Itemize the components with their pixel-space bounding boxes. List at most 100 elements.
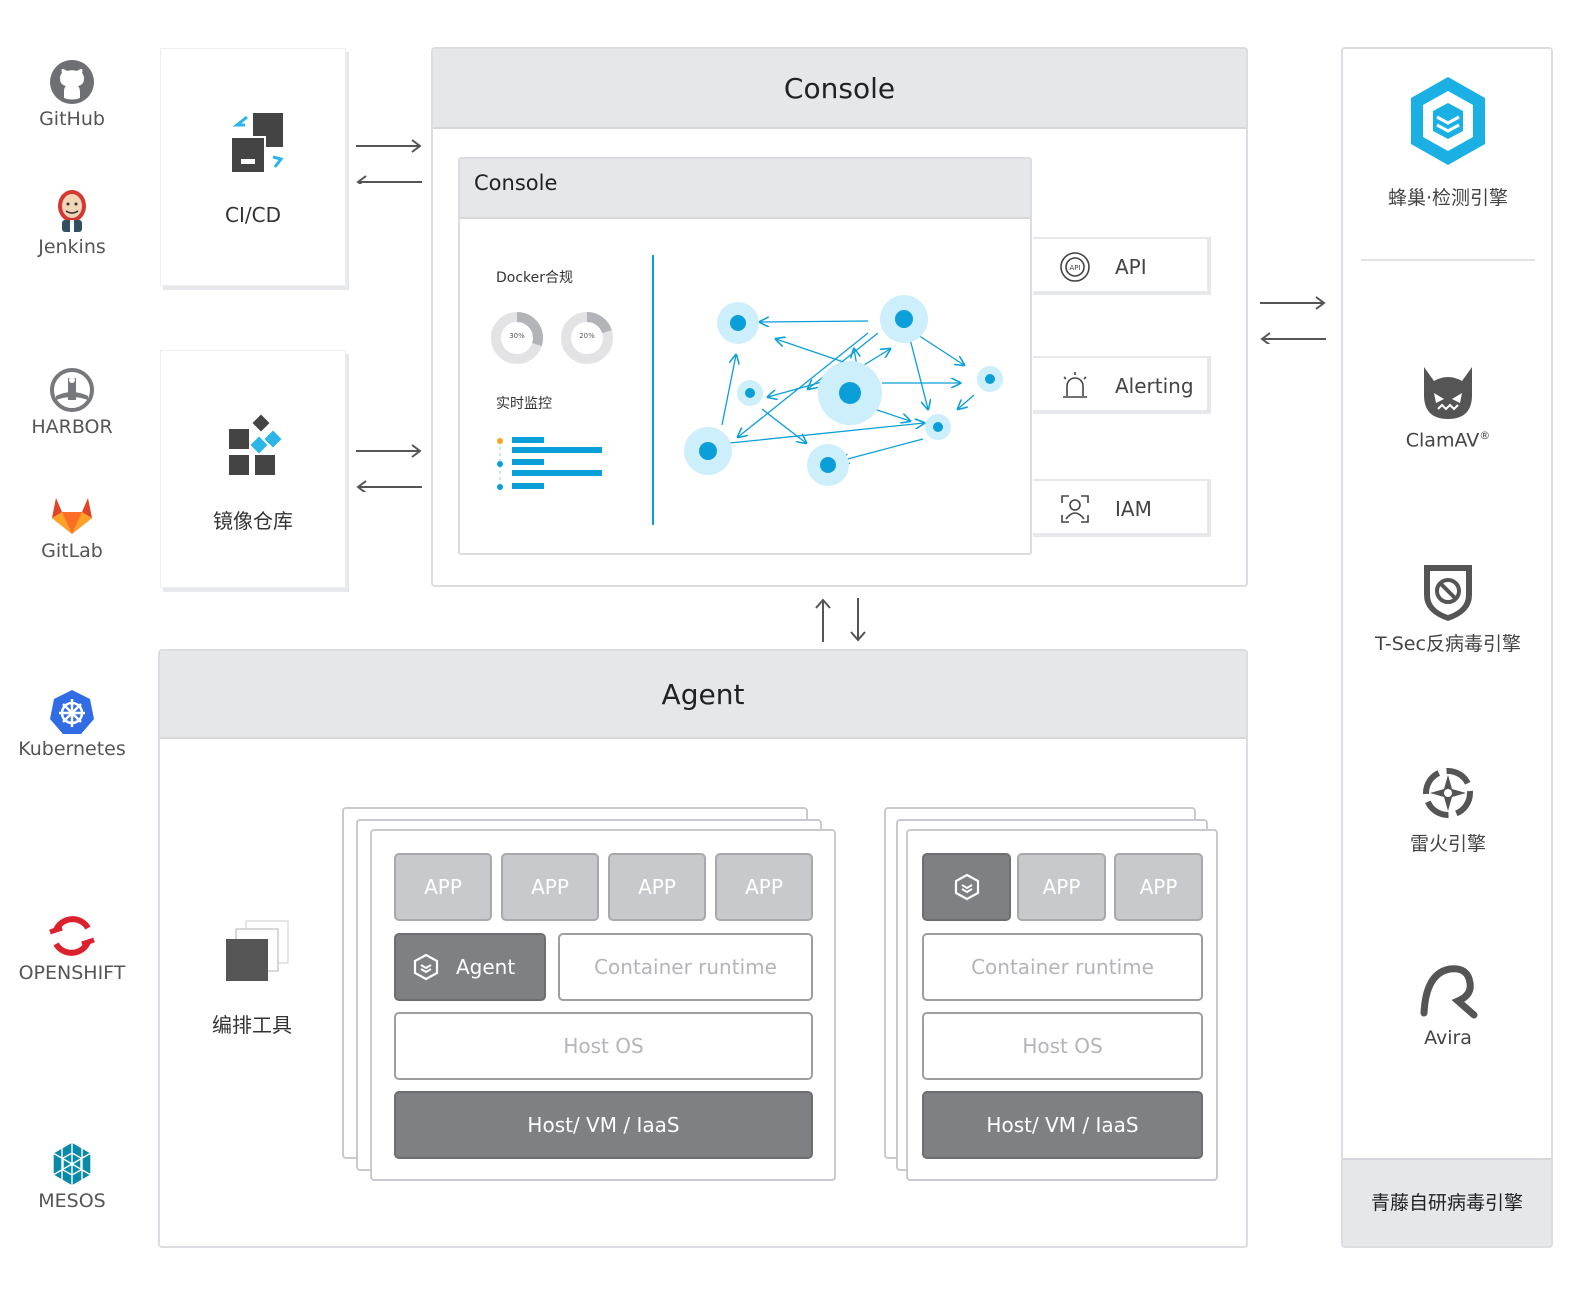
- app-label: APP: [424, 875, 462, 899]
- engine-name: ClamAV: [1405, 429, 1480, 452]
- qingteng-agent-icon: [413, 953, 439, 981]
- tool-label: MESOS: [38, 1190, 106, 1212]
- harbor-icon: [50, 368, 94, 412]
- tool-label: Kubernetes: [18, 738, 126, 760]
- tool-label: GitLab: [41, 540, 103, 562]
- container-runtime-block[interactable]: Container runtime: [922, 933, 1203, 1001]
- mesos-icon: [52, 1141, 92, 1187]
- tool-openshift: OPENSHIFT: [2, 912, 142, 984]
- console-panel: Console Console Docker合规 30% 20% 实时监控: [431, 47, 1248, 587]
- engine-top: 蜂巢·检测引擎: [1343, 73, 1551, 210]
- engine-label: 雷火引擎: [1409, 833, 1486, 855]
- engine-label: T-Sec反病毒引擎: [1375, 633, 1521, 655]
- cicd-label: CI/CD: [225, 203, 281, 227]
- agent-title: Agent: [661, 678, 745, 711]
- engines-divider: [1361, 259, 1535, 261]
- tool-jenkins: Jenkins: [2, 186, 142, 258]
- engine-label: ClamAV®: [1343, 429, 1551, 452]
- orchestration-label: 编排工具: [212, 1013, 292, 1037]
- infra-block[interactable]: Host/ VM / IaaS: [922, 1091, 1203, 1159]
- app-label: APP: [745, 875, 783, 899]
- qingteng-agent-icon: [954, 873, 979, 901]
- tool-label: Jenkins: [38, 236, 106, 258]
- registry-icon: [229, 414, 282, 475]
- host-os-block[interactable]: Host OS: [394, 1012, 813, 1080]
- dashboard-divider: [652, 255, 654, 525]
- network-graph: [684, 295, 1003, 486]
- runtime-label: Container runtime: [971, 955, 1154, 979]
- engine-label: 蜂巢·检测引擎: [1387, 187, 1509, 209]
- host-os-label: Host OS: [563, 1034, 644, 1058]
- app-label: APP: [1139, 875, 1178, 899]
- app-label: APP: [638, 875, 676, 899]
- runtime-label: Container runtime: [594, 955, 777, 979]
- registry-card[interactable]: 镜像仓库: [160, 350, 346, 588]
- agent-block[interactable]: Agent: [394, 933, 546, 1001]
- container-runtime-block[interactable]: Container runtime: [558, 933, 813, 1001]
- agent-block-label: Agent: [456, 955, 516, 979]
- host-os-block[interactable]: Host OS: [922, 1012, 1203, 1080]
- orchestration-icon: [226, 920, 289, 981]
- service-label: Alerting: [1115, 374, 1194, 398]
- dashboard-title: Console: [474, 171, 558, 195]
- engine-item: Avira: [1343, 961, 1551, 1049]
- agent-header: Agent: [160, 651, 1246, 739]
- engine-item: ClamAV®: [1343, 363, 1551, 452]
- engine-item: T-Sec反病毒引擎: [1343, 561, 1551, 656]
- api-service[interactable]: API API: [1033, 237, 1211, 295]
- app-block[interactable]: APP: [1114, 853, 1203, 921]
- app-block[interactable]: APP: [1017, 853, 1106, 921]
- iam-icon: [1061, 495, 1089, 523]
- docker-compliance-label: Docker合规: [496, 270, 574, 286]
- engines-panel: 蜂巢·检测引擎 ClamAV® T-Sec反病毒引擎 雷火引擎 Avir: [1341, 47, 1553, 1248]
- tool-mesos: MESOS: [2, 1140, 142, 1212]
- host-os-label: Host OS: [1022, 1034, 1103, 1058]
- cicd-card[interactable]: CI/CD: [160, 48, 346, 286]
- github-icon: [50, 60, 94, 104]
- app-block[interactable]: APP: [501, 853, 599, 921]
- infra-block[interactable]: Host/ VM / IaaS: [394, 1091, 813, 1159]
- tool-label: GitHub: [39, 108, 105, 130]
- avira-icon: [1420, 965, 1478, 1019]
- service-label: API: [1115, 255, 1147, 279]
- engine-label: Avira: [1424, 1027, 1472, 1049]
- console-header: Console: [433, 49, 1246, 129]
- app-block[interactable]: APP: [394, 853, 492, 921]
- api-icon: API: [1060, 252, 1090, 282]
- gitlab-icon: [52, 498, 92, 534]
- app-block[interactable]: APP: [608, 853, 706, 921]
- monitor-bars: [497, 437, 602, 490]
- app-label: APP: [531, 875, 569, 899]
- tool-harbor: HARBOR: [2, 366, 142, 438]
- console-agent-arrows: [815, 598, 866, 642]
- donut-label: 20%: [579, 332, 595, 340]
- agent-panel: Agent 编排工具 APP APP APP APP Agent Contain…: [158, 649, 1248, 1248]
- tool-kubernetes: Kubernetes: [2, 688, 142, 760]
- infra-label: Host/ VM / IaaS: [986, 1113, 1139, 1137]
- alerting-service[interactable]: Alerting: [1033, 356, 1211, 414]
- engines-footer-label: 青藤自研病毒引擎: [1370, 1192, 1523, 1214]
- engines-footer: 青藤自研病毒引擎: [1343, 1158, 1551, 1246]
- service-label: IAM: [1115, 497, 1152, 521]
- console-engine-arrows: [1260, 296, 1326, 344]
- dashboard-header: Console: [460, 159, 1030, 219]
- openshift-icon: [49, 916, 95, 956]
- kubernetes-icon: [50, 690, 94, 734]
- node-stack-front: APP APP Container runtime Host OS Host/ …: [906, 829, 1218, 1181]
- tool-gitlab: GitLab: [2, 490, 142, 562]
- clamav-icon: [1424, 367, 1472, 419]
- svg-text:API: API: [1069, 264, 1080, 272]
- infra-label: Host/ VM / IaaS: [527, 1113, 680, 1137]
- compliance-donut: 30%: [490, 311, 544, 365]
- agent-container-block[interactable]: [922, 853, 1011, 921]
- console-dashboard[interactable]: Console Docker合规 30% 20% 实时监控: [458, 157, 1032, 555]
- app-label: APP: [1042, 875, 1081, 899]
- iam-service[interactable]: IAM: [1033, 479, 1211, 537]
- cicd-icon: [230, 113, 284, 174]
- console-title: Console: [783, 72, 896, 105]
- engine-item: 雷火引擎: [1343, 763, 1551, 856]
- tool-label: OPENSHIFT: [18, 962, 126, 984]
- registered-mark: ®: [1479, 429, 1491, 442]
- app-block[interactable]: APP: [715, 853, 813, 921]
- cicd-console-arrows: [356, 139, 422, 184]
